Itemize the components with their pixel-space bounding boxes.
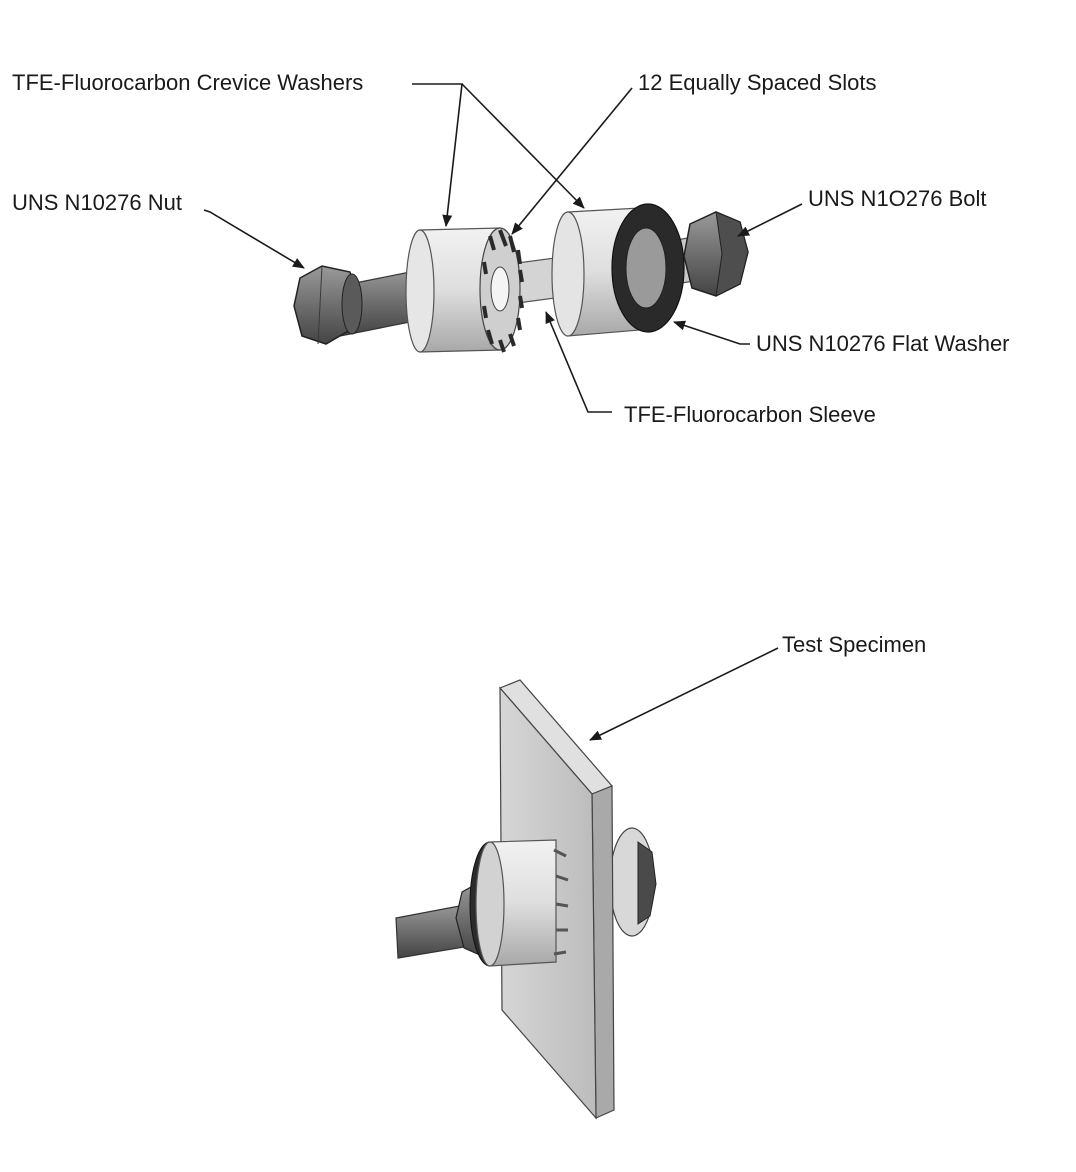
assembled-view xyxy=(395,679,657,1120)
crevice-washer-left xyxy=(405,227,524,353)
bolt-leader xyxy=(737,203,803,237)
slot-teeth xyxy=(482,229,524,353)
label-sleeve: TFE-Fluorocarbon Sleeve xyxy=(624,402,876,427)
flat-washer-part xyxy=(611,203,685,333)
specimen-leader xyxy=(589,647,779,741)
label-slots: 12 Equally Spaced Slots xyxy=(638,70,877,95)
label-bolt: UNS N1O276 Bolt xyxy=(808,186,987,211)
label-crevice-washers: TFE-Fluorocarbon Crevice Washers xyxy=(12,70,364,95)
bolt-head-part xyxy=(683,211,749,297)
exploded-assembly xyxy=(293,203,749,353)
flat-washer-leader xyxy=(673,320,750,345)
assembled-bolt-head xyxy=(609,827,657,937)
slots-leader xyxy=(511,87,633,235)
label-flat-washer: UNS N10276 Flat Washer xyxy=(756,331,1010,356)
sleeve-leader xyxy=(545,311,612,413)
label-nut: UNS N10276 Nut xyxy=(12,190,182,215)
label-specimen: Test Specimen xyxy=(782,632,927,657)
crevice-washers-leader-left xyxy=(412,83,463,227)
nut-leader xyxy=(203,209,305,269)
assembled-front-stack xyxy=(395,839,569,967)
crevice-washers-leader-right xyxy=(461,83,585,209)
leader-lines xyxy=(203,83,803,741)
nut-part xyxy=(293,265,363,345)
